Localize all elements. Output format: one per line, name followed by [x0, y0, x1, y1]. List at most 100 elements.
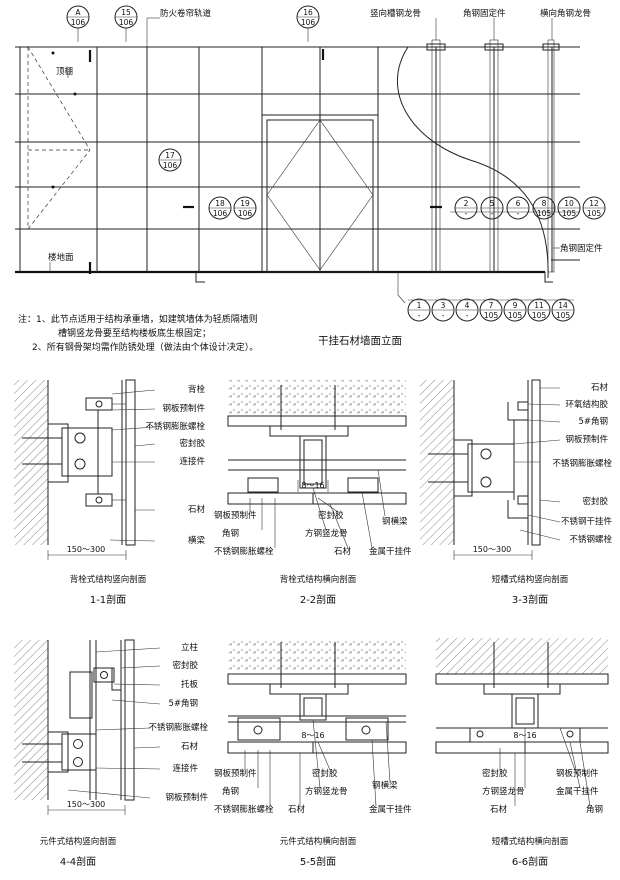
- s5-label-3: 密封胶: [312, 768, 338, 779]
- section-2-2-drawing: [227, 380, 407, 549]
- label-floor: 楼地面: [48, 252, 74, 263]
- s1-label-6: 横梁: [188, 535, 206, 546]
- s5-label-0: 钢板预制件: [214, 768, 257, 779]
- s3-label-3: 钢板预制件: [565, 434, 608, 445]
- s4-dimension: 150～300: [67, 800, 106, 809]
- s2-label-6: 钢横梁: [382, 516, 408, 527]
- label-fire-shutter-track: 防火卷帘轨道: [160, 8, 212, 19]
- s2-caption: 背栓式结构横向剖面: [280, 574, 357, 585]
- note-line-1: 注：1、此节点适用于结构承重墙，如建筑墙体为轻质隔墙则: [18, 315, 258, 325]
- bubble-bottom-5-num: 11: [534, 301, 544, 310]
- s1-label-0: 背栓: [188, 384, 206, 395]
- bubble-right-1-num: 5: [490, 199, 495, 208]
- bubble-top-0-num: A: [75, 8, 81, 17]
- s6-dimension: 8～16: [513, 731, 536, 740]
- s2-label-2: 不锈钢膨胀螺栓: [214, 546, 274, 557]
- s3-label-4: 不锈钢膨胀螺栓: [552, 458, 612, 469]
- s3-number: 3-3剖面: [512, 593, 548, 606]
- bubble-right-4-num: 10: [564, 199, 574, 208]
- bubble-right-5-num: 12: [589, 199, 599, 208]
- s5-dimension: 8～16: [301, 731, 324, 740]
- s3-caption: 短槽式结构竖向剖面: [492, 574, 569, 585]
- s2-label-7: 金属干挂件: [369, 546, 412, 557]
- bubble-mid-2-den: 106: [238, 209, 253, 218]
- s3-label-5: 密封胶: [582, 496, 608, 507]
- bubble-bottom-6-den: 105: [556, 311, 571, 320]
- s2-dimension: 8～16: [301, 481, 324, 490]
- bubble-right-0-den: -: [465, 209, 468, 218]
- elevation-top-bubbles: [66, 5, 320, 29]
- section-4-4-drawing: [14, 639, 161, 815]
- bubble-right-1-den: -: [491, 209, 494, 218]
- s4-label-7: 钢板预制件: [165, 792, 208, 803]
- s2-label-4: 方钢竖龙骨: [305, 528, 348, 539]
- bubble-mid-1-den: 106: [213, 209, 228, 218]
- bubble-top-2-den: 106: [301, 18, 316, 27]
- s5-label-1: 角钢: [222, 786, 239, 797]
- s1-number: 1-1剖面: [90, 593, 126, 606]
- bubble-right-2-num: 6: [516, 199, 521, 208]
- s6-label-3: 钢板预制件: [556, 768, 599, 779]
- elevation-right-bubbles: [454, 196, 606, 220]
- bubble-mid-1-num: 18: [215, 199, 225, 208]
- s4-label-3: 5#角钢: [168, 698, 198, 709]
- s3-label-1: 环氧结构胶: [565, 399, 608, 410]
- s1-label-5: 石材: [188, 504, 206, 515]
- bubble-mid-0-num: 17: [165, 151, 175, 160]
- s3-label-2: 5#角钢: [578, 416, 608, 427]
- bubble-right-3-num: 8: [542, 199, 547, 208]
- s6-caption: 短槽式结构横向剖面: [492, 836, 569, 847]
- s1-label-1: 钢板预制件: [162, 403, 205, 414]
- s1-label-2: 不锈钢膨胀螺栓: [145, 421, 205, 432]
- bubble-right-5-den: 105: [587, 209, 602, 218]
- label-ceiling: 顶棚: [56, 66, 73, 77]
- s3-label-6: 不锈钢干挂件: [561, 516, 613, 527]
- s6-label-5: 角钢: [586, 804, 603, 815]
- bubble-bottom-1-den: -: [442, 311, 445, 320]
- s4-number: 4-4剖面: [60, 855, 96, 868]
- elevation-mid-bubbles: [158, 148, 257, 220]
- bubble-right-0-num: 2: [464, 199, 469, 208]
- s6-number: 6-6剖面: [512, 855, 548, 868]
- s1-caption: 背栓式结构竖向剖面: [70, 574, 147, 585]
- elevation-title: 干挂石材墙面立面: [318, 334, 402, 347]
- s5-label-5: 石材: [288, 804, 306, 815]
- s2-label-1: 角钢: [222, 528, 239, 539]
- bubble-bottom-2-num: 4: [465, 301, 470, 310]
- s5-number: 5-5剖面: [300, 855, 336, 868]
- section-5-5-drawing: [227, 638, 407, 807]
- s3-label-7: 不锈钢螺栓: [569, 534, 612, 545]
- bubble-bottom-0-num: 1: [417, 301, 422, 310]
- section-3-3-drawing: [420, 379, 561, 560]
- bubble-bottom-0-den: -: [418, 311, 421, 320]
- bubble-mid-2-num: 19: [240, 199, 250, 208]
- label-vertical-channel-keel: 竖向槽钢龙骨: [370, 8, 421, 19]
- bubble-right-4-den: 105: [562, 209, 577, 218]
- bubble-right-2-den: -: [517, 209, 520, 218]
- general-notes: 注：1、此节点适用于结构承重墙，如建筑墙体为轻质隔墙则 槽钢竖龙骨要至结构楼板底…: [18, 313, 318, 355]
- s4-label-2: 托板: [181, 679, 199, 690]
- s6-label-1: 方钢竖龙骨: [482, 786, 525, 797]
- s4-caption: 元件式结构竖向剖面: [40, 836, 117, 847]
- bubble-bottom-4-den: 105: [508, 311, 523, 320]
- s4-label-6: 连接件: [172, 763, 198, 774]
- s5-caption: 元件式结构横向剖面: [280, 836, 357, 847]
- elevation-bottom-bubbles: [407, 298, 575, 322]
- bubble-bottom-3-den: 105: [484, 311, 499, 320]
- label-angle-fixing: 角钢固定件: [463, 8, 506, 19]
- bubble-top-0-den: 106: [71, 18, 86, 27]
- s2-number: 2-2剖面: [300, 593, 336, 606]
- label-horizontal-angle-keel: 横向角钢龙骨: [540, 8, 591, 19]
- s2-label-0: 钢板预制件: [214, 510, 257, 521]
- bubble-top-1-den: 106: [119, 18, 134, 27]
- bubble-right-3-den: 105: [537, 209, 552, 218]
- s5-label-2: 不锈钢膨胀螺栓: [214, 804, 274, 815]
- s2-label-5: 石材: [334, 546, 352, 557]
- bubble-bottom-5-den: 105: [532, 311, 547, 320]
- note-line-3: 2、所有钢骨架均需作防锈处理（做法由个体设计决定）。: [32, 343, 259, 353]
- s5-label-4: 方钢竖龙骨: [305, 786, 348, 797]
- bubble-top-2-num: 16: [303, 8, 313, 17]
- s6-label-0: 密封胶: [482, 768, 508, 779]
- bubble-bottom-1-num: 3: [441, 301, 446, 310]
